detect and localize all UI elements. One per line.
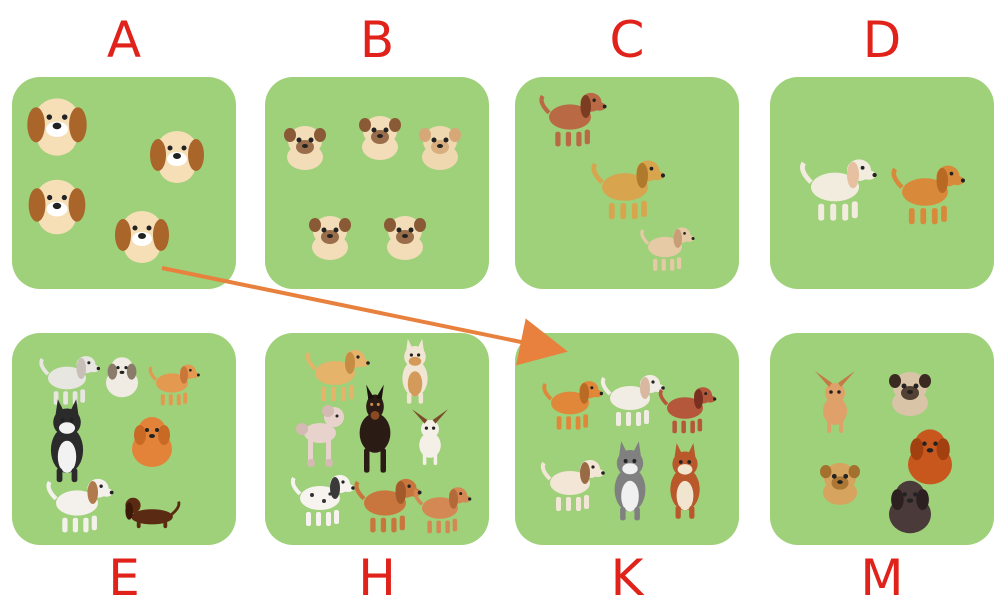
dog-spaniel: [416, 487, 472, 533]
dog-pug: [359, 116, 401, 160]
panel-label-d: D: [842, 15, 922, 65]
panel-label-h: H: [337, 553, 417, 603]
panel-c: [515, 77, 739, 289]
dog-pomeranian: [908, 429, 952, 484]
dog-collie: [670, 443, 699, 519]
dog-poodle: [296, 405, 344, 467]
dog-pomeranian: [889, 481, 931, 534]
dog-pug: [889, 372, 931, 416]
panel-illustration: [12, 333, 236, 545]
dog-corgi: [894, 166, 965, 225]
dog-shiba: [402, 339, 427, 404]
dog-chihuahua: [815, 371, 855, 433]
dog-boxer: [357, 479, 422, 533]
panel-illustration: [265, 333, 489, 545]
dog-spaniel: [308, 350, 370, 401]
dog-husky: [615, 441, 646, 520]
panel-illustration: [265, 77, 489, 289]
dog-spaniel: [542, 93, 607, 147]
dog-pomeranian: [132, 417, 172, 467]
panel-h: [265, 333, 489, 545]
panel-label-c: C: [587, 15, 667, 65]
panel-k: [515, 333, 739, 545]
dog-bullterrier: [41, 356, 100, 404]
dog-bullterrier: [802, 159, 876, 220]
dog-husky: [51, 399, 83, 482]
dog-pug: [284, 126, 326, 170]
dog-dalmatian: [293, 475, 355, 526]
dog-corgi: [150, 365, 200, 406]
dog-shihtzu: [106, 357, 138, 397]
dog-spaniel: [594, 161, 665, 220]
panel-illustration: [515, 333, 739, 545]
dog-terrier: [49, 479, 114, 533]
panel-m: [770, 333, 994, 545]
panel-label-b: B: [337, 15, 417, 65]
panel-b: [265, 77, 489, 289]
dog-pug: [384, 216, 426, 260]
panel-a: [12, 77, 236, 289]
panel-label-m: M: [842, 553, 922, 603]
dog-terrier: [642, 227, 695, 270]
dog-corgi: [544, 381, 603, 429]
panel-d: [770, 77, 994, 289]
dog-pug: [419, 126, 461, 170]
dog-terrier: [543, 460, 605, 511]
dog-pug: [820, 463, 860, 505]
dog-doberman: [360, 385, 391, 473]
panel-illustration: [12, 77, 236, 289]
panel-illustration: [770, 77, 994, 289]
dog-dachshund: [125, 498, 179, 528]
dog-pug: [309, 216, 351, 260]
dog-spaniel: [661, 387, 717, 433]
panel-illustration: [515, 77, 739, 289]
dog-papillon: [412, 409, 448, 465]
panel-label-e: E: [84, 553, 164, 603]
panel-illustration: [770, 333, 994, 545]
panel-label-k: K: [587, 553, 667, 603]
dog-puppy-face: [27, 98, 86, 155]
dog-bullterrier: [603, 375, 665, 426]
dog-puppy-face: [29, 180, 86, 235]
dog-puppy-face: [150, 131, 204, 183]
panel-e: [12, 333, 236, 545]
dog-puppy-face: [115, 211, 169, 263]
panel-label-a: A: [84, 15, 164, 65]
